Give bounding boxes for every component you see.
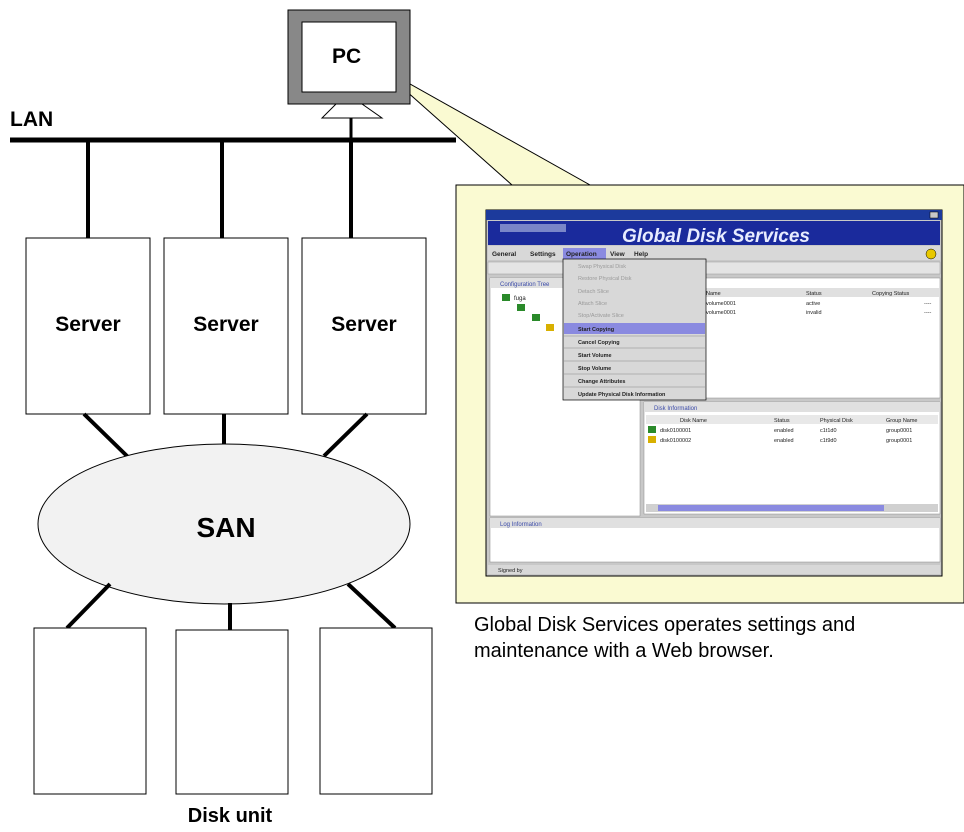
pc-monitor-icon <box>287 9 411 138</box>
menu-operation-highlight <box>563 248 606 259</box>
dropdown-item-stop-activate[interactable]: Stop/Activate Slice <box>578 313 624 319</box>
pc-label: PC <box>332 45 361 68</box>
caption-line-2: maintenance with a Web browser. <box>474 640 774 662</box>
status-bar-text: Signed by <box>498 568 523 574</box>
dropdown-item-update-physical[interactable]: Update Physical Disk Information <box>578 392 666 398</box>
dropdown-item-swap[interactable]: Swap Physical Disk <box>578 264 626 270</box>
volume-row-2-name: volume0001 <box>706 310 736 316</box>
dropdown-item-stop-volume[interactable]: Stop Volume <box>578 366 611 372</box>
volume-row-1-copying: ---- <box>924 301 931 307</box>
disk-info-title: Disk Information <box>654 406 697 412</box>
status-light-icon <box>925 248 937 260</box>
disk-row-2-icon <box>648 436 656 443</box>
disk-col-status: Status <box>774 418 790 424</box>
disk-unit-label: Disk unit <box>188 805 273 827</box>
volume-row-2-copying: ---- <box>924 310 931 316</box>
disk-3-san-link <box>346 582 397 630</box>
disk-row-2-group: group0001 <box>886 438 912 444</box>
server-1-label: Server <box>55 313 120 336</box>
menu-general[interactable]: General <box>492 251 516 258</box>
tree-root-label: fuga <box>514 296 526 302</box>
server-2 <box>163 237 289 415</box>
operation-dropdown: Swap Physical Disk Restore Physical Disk… <box>562 258 707 401</box>
disk-row-1-icon <box>648 426 656 433</box>
tree-root-icon <box>502 294 510 301</box>
disk-col-name: Disk Name <box>680 418 707 424</box>
disk-row-2-physical: c1t9d0 <box>820 438 837 444</box>
menu-view[interactable]: View <box>610 251 626 258</box>
disk-col-group: Group Name <box>886 418 918 424</box>
server-1-san-link <box>82 412 130 459</box>
server-3-label: Server <box>331 313 396 336</box>
disk-unit-3 <box>319 627 433 795</box>
tree-class-icon <box>517 304 525 311</box>
dropdown-item-detach[interactable]: Detach Slice <box>578 289 609 295</box>
menu-settings[interactable]: Settings <box>530 251 556 258</box>
server-3-san-link <box>322 412 369 458</box>
volume-row-1-status: active <box>806 301 820 307</box>
config-tree-title: Configuration Tree <box>500 282 550 288</box>
disk-1-san-link <box>65 582 112 630</box>
disk-row-1-physical: c1t1d0 <box>820 428 837 434</box>
disk-unit-2 <box>175 629 289 795</box>
volume-row-2-status: invalid <box>806 310 822 316</box>
dropdown-item-start-volume[interactable]: Start Volume <box>578 353 612 359</box>
volume-col-status: Status <box>806 291 822 297</box>
tree-volume-icon <box>546 324 554 331</box>
volume-row-1-name: volume0001 <box>706 301 736 307</box>
san-label: SAN <box>196 512 255 543</box>
server-1 <box>25 237 151 415</box>
server-2-label: Server <box>193 313 258 336</box>
disk-row-1-name: disk0100001 <box>660 428 691 434</box>
dropdown-item-change-attributes[interactable]: Change Attributes <box>578 379 625 385</box>
lan-label: LAN <box>10 108 53 131</box>
caption-line-1: Global Disk Services operates settings a… <box>474 614 856 636</box>
log-title: Log Information <box>500 522 542 528</box>
menu-operation[interactable]: Operation <box>566 251 597 258</box>
disk-row-2-status: enabled <box>774 438 794 444</box>
disk-scrollbar-thumb[interactable] <box>658 505 884 511</box>
disk-col-physical: Physical Disk <box>820 418 853 424</box>
caption: Global Disk Services operates settings a… <box>474 612 954 664</box>
dropdown-item-attach[interactable]: Attach Slice <box>578 301 607 307</box>
dropdown-item-cancel-copying[interactable]: Cancel Copying <box>578 340 620 346</box>
disk-row-1-status: enabled <box>774 428 794 434</box>
san-ellipse <box>37 443 411 605</box>
dropdown-item-restore[interactable]: Restore Physical Disk <box>578 276 632 282</box>
banner-title: Global Disk Services <box>622 226 810 247</box>
menu-help[interactable]: Help <box>634 251 648 258</box>
window-title-bar <box>486 210 942 220</box>
gds-screenshot: Global Disk Services General Settings Op… <box>485 209 943 577</box>
disk-row-2-name: disk0100002 <box>660 438 691 444</box>
disk-row-1-group: group0001 <box>886 428 912 434</box>
window-close-icon <box>929 211 939 219</box>
tree-group-icon <box>532 314 540 321</box>
volume-col-copying: Copying Status <box>872 291 910 297</box>
disk-unit-1 <box>33 627 147 795</box>
dropdown-item-start-copying[interactable]: Start Copying <box>578 327 614 333</box>
server-3 <box>301 237 427 415</box>
volume-col-name: Name <box>706 291 721 297</box>
dropdown-selection-highlight <box>564 323 705 334</box>
